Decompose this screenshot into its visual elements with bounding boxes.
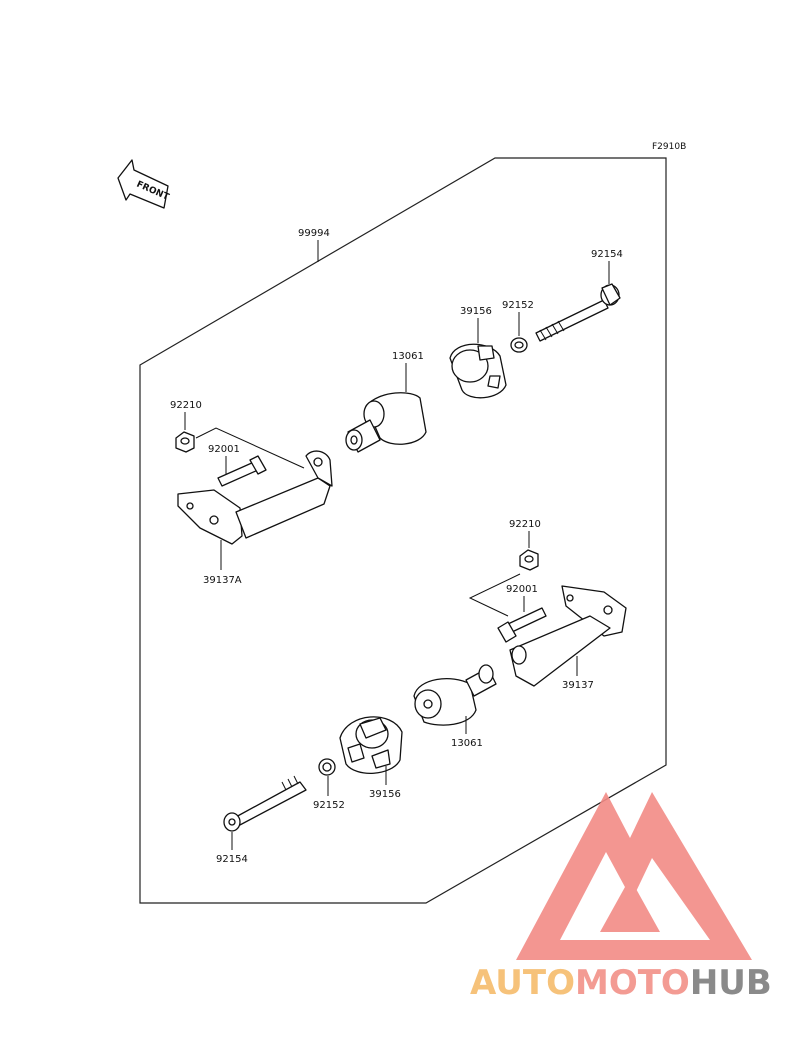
bracket-39137 (509, 585, 627, 687)
label-92210-bottom: 92210 (509, 519, 541, 530)
washer-92152-top (510, 337, 528, 353)
label-13061-top: 13061 (392, 351, 424, 362)
leader-line (468, 573, 521, 617)
watermark-hub: HUB (690, 963, 772, 1003)
label-92152-bottom: 92152 (313, 800, 345, 811)
washer-92152-bottom (318, 758, 336, 776)
svg-text:AUTOMOTOHUB: AUTOMOTOHUB (470, 963, 772, 1003)
bolt-92154-top (535, 283, 621, 342)
label-39156-top: 39156 (460, 306, 492, 317)
label-92152-top: 92152 (502, 300, 534, 311)
slider-cap-39156-bottom (339, 716, 403, 775)
label-92001-top: 92001 (208, 444, 240, 455)
label-92154-bottom: 92154 (216, 854, 248, 865)
watermark-text: AUTOMOTOHUB (470, 963, 772, 1003)
watermark-auto: AUTO (470, 963, 575, 1003)
bolt-92001-bottom (497, 607, 547, 643)
damper-13061-top (345, 392, 427, 453)
damper-13061-bottom (413, 664, 497, 726)
bracket-39137A (177, 450, 333, 545)
label-92154-top: 92154 (591, 249, 623, 260)
bolt-92001-top (217, 455, 267, 487)
label-99994: 99994 (298, 228, 330, 239)
label-39137A: 39137A (203, 575, 242, 586)
figure-code: F2910B (652, 142, 686, 152)
slider-cap-39156-top (449, 343, 507, 399)
label-39137: 39137 (562, 680, 594, 691)
label-92001-bottom: 92001 (506, 584, 538, 595)
nut-92210-bottom (519, 549, 539, 571)
watermark-logo (516, 792, 752, 960)
label-92210-top: 92210 (170, 400, 202, 411)
kit-outline (139, 157, 667, 904)
label-39156-bottom: 39156 (369, 789, 401, 800)
nut-92210-top (175, 431, 195, 453)
watermark-moto: MOTO (575, 963, 690, 1003)
bolt-92154-bottom (223, 775, 307, 832)
label-13061-bottom: 13061 (451, 738, 483, 749)
leader-line (195, 427, 305, 469)
front-arrow-icon: FRONT (117, 159, 171, 209)
